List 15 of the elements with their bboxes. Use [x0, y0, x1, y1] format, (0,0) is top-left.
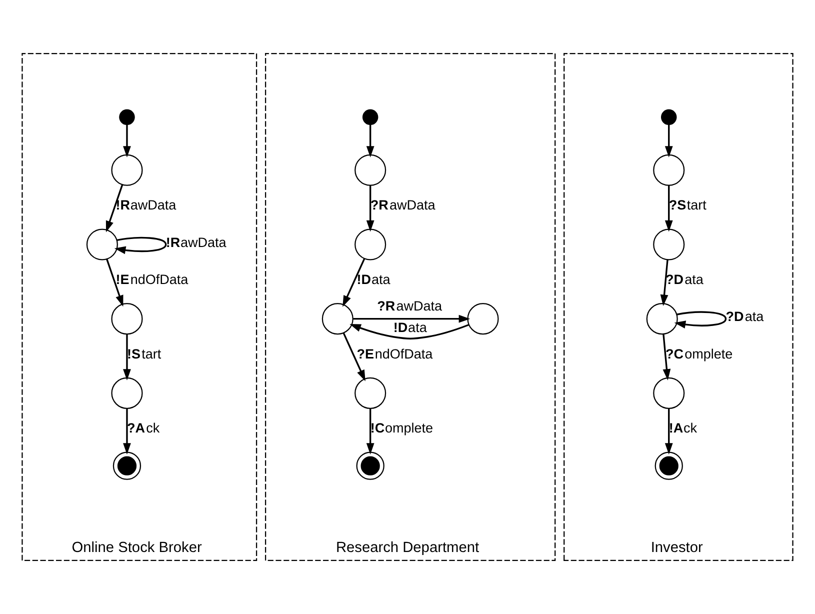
edge-label: !Complete: [370, 420, 433, 436]
edge-label: !Data: [356, 272, 390, 288]
edge-label: !RawData: [116, 198, 176, 213]
edge-label: !Data: [393, 320, 427, 335]
edge-label: !Start: [126, 346, 162, 362]
edge-label: ?RawData: [377, 298, 442, 314]
edge-label: ?Data: [665, 272, 704, 288]
edge-label: !Ack: [668, 420, 698, 436]
edge-label: !RawData: [166, 234, 226, 250]
edge-label: ?EndOfData: [356, 346, 433, 362]
edge-label: ?Complete: [665, 346, 733, 362]
edge-label: ?RawData: [370, 198, 436, 213]
edge-label: ?Start: [668, 198, 706, 213]
edge-label: ?Data: [726, 309, 764, 324]
edge-label: !EndOfData: [116, 272, 188, 288]
